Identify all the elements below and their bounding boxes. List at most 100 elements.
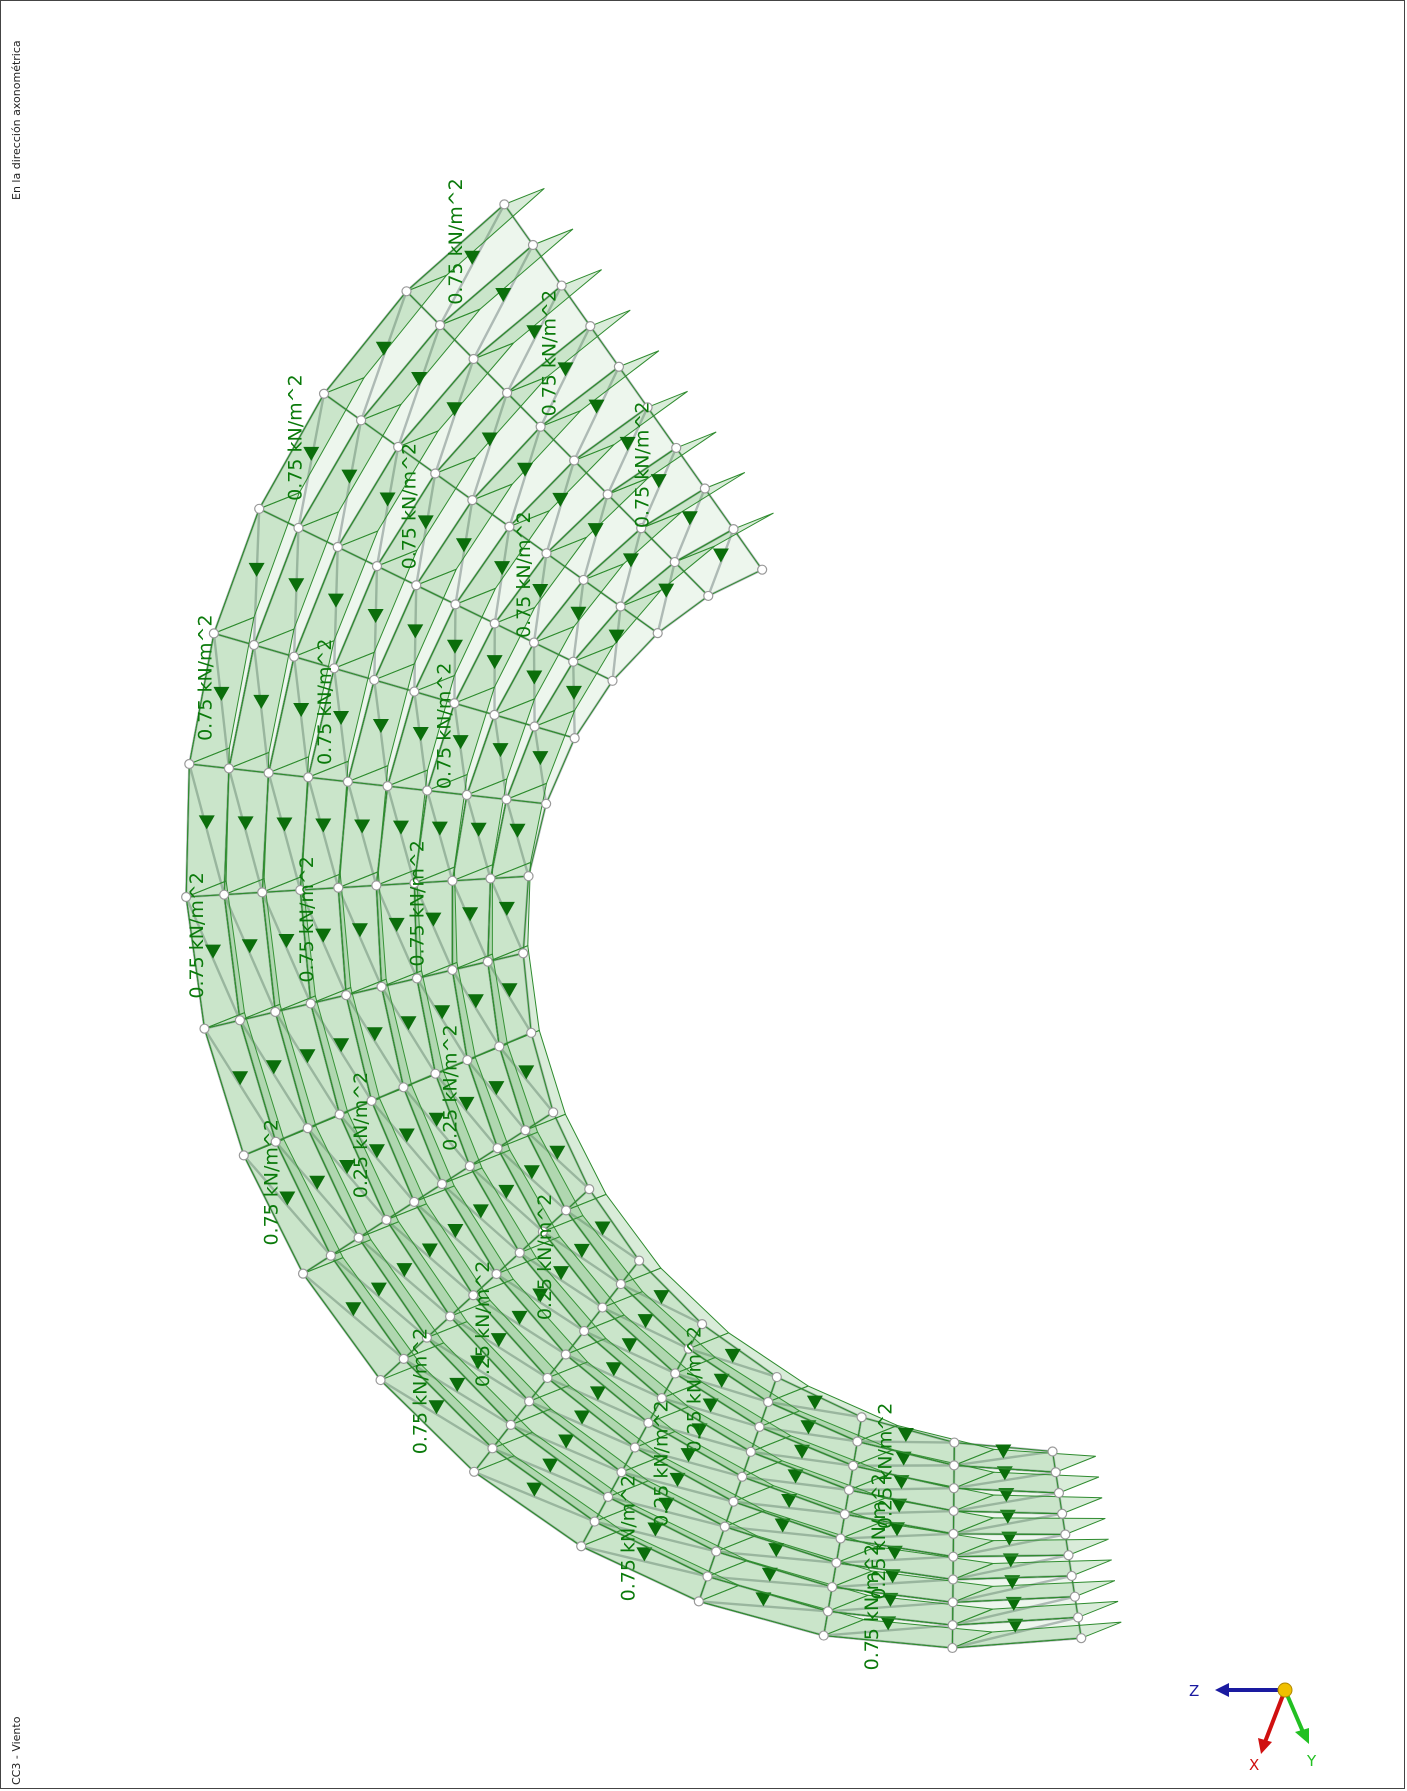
node <box>371 561 383 572</box>
load-arrow <box>388 917 405 932</box>
axis-origin <box>1277 1682 1293 1698</box>
node <box>461 789 472 801</box>
node <box>839 1509 850 1520</box>
node <box>325 1250 336 1261</box>
diagonal-member <box>611 605 622 683</box>
load-value-label: 0.75 kN/m^2 <box>194 614 216 740</box>
load-arrow <box>498 1184 515 1199</box>
node <box>827 1581 838 1593</box>
load-arrow <box>897 1428 914 1443</box>
node <box>485 873 496 884</box>
load-arrow <box>333 710 350 725</box>
load-arrow <box>523 1165 540 1180</box>
load-arrow <box>248 562 265 577</box>
load-arrow <box>526 325 543 340</box>
node <box>529 721 540 732</box>
load-arrow <box>893 1475 910 1490</box>
node <box>576 1541 587 1552</box>
load-value-label: 0.75 kN/m^2 <box>314 639 336 765</box>
load-arrow <box>366 1027 383 1042</box>
load-value-label: 0.75 kN/m^2 <box>445 178 467 304</box>
node <box>468 353 479 365</box>
load-arrow <box>339 1159 356 1174</box>
load-arrow <box>341 469 358 484</box>
node <box>949 1437 960 1448</box>
diagonal-member <box>238 1019 309 1130</box>
load-arrow <box>495 287 512 302</box>
node <box>263 767 274 778</box>
diagonal-member <box>203 1027 277 1143</box>
load-arrow <box>309 1175 326 1190</box>
node <box>569 455 580 466</box>
node <box>671 442 682 454</box>
load-arrow <box>205 944 222 959</box>
load-arrow <box>470 822 487 837</box>
x-axis-label: X <box>1249 1756 1259 1774</box>
load-arrow <box>472 1204 489 1219</box>
node <box>542 1372 553 1384</box>
load-arrow <box>669 1472 686 1487</box>
node <box>369 674 380 686</box>
load-arrow <box>658 583 675 598</box>
node <box>288 651 300 662</box>
load-arrow <box>557 362 574 377</box>
load-arrow <box>237 816 254 831</box>
node <box>469 1466 480 1477</box>
diagonal-member <box>606 1495 727 1528</box>
node <box>334 1109 345 1120</box>
node <box>353 1232 364 1243</box>
load-arrow <box>589 1386 606 1401</box>
node <box>670 1368 681 1379</box>
z-axis-arrow <box>1215 1683 1229 1697</box>
node <box>548 1107 559 1118</box>
load-arrow <box>794 1444 811 1459</box>
load-value-label: 0.75 kN/m^2 <box>284 374 306 500</box>
load-arrow <box>392 820 409 835</box>
node <box>501 794 512 805</box>
diagonal-member <box>413 690 429 792</box>
node <box>843 1484 855 1496</box>
load-arrow <box>351 923 368 938</box>
load-arrow <box>712 548 729 563</box>
node <box>831 1557 842 1568</box>
diagonal-member <box>580 1545 709 1578</box>
node <box>305 998 316 1009</box>
node <box>257 887 268 898</box>
node <box>303 772 314 783</box>
node <box>382 781 393 792</box>
node <box>528 637 540 648</box>
load-arrow <box>333 1038 350 1053</box>
node <box>613 361 625 372</box>
node <box>381 1214 392 1225</box>
load-arrow <box>488 1081 505 1096</box>
diagonal-member <box>647 1421 753 1454</box>
load-arrow <box>372 719 389 734</box>
node <box>634 1255 645 1266</box>
diagonal-member <box>843 1509 955 1516</box>
node <box>822 1606 834 1617</box>
node <box>447 875 458 886</box>
load-arrow <box>895 1451 912 1466</box>
diagonal-member <box>593 1520 718 1553</box>
load-arrow <box>998 1488 1015 1503</box>
node <box>642 402 653 413</box>
load-arrow <box>345 1302 362 1317</box>
node <box>728 523 739 535</box>
load-arrow <box>276 817 293 832</box>
load-arrow <box>470 1355 487 1370</box>
load-arrow <box>995 1444 1012 1459</box>
load-arrow <box>458 1096 475 1111</box>
load-arrow <box>421 1243 438 1258</box>
node <box>514 1247 525 1258</box>
node <box>401 286 412 297</box>
load-arrow <box>724 1348 741 1363</box>
load-value-label: 0.25 kN/m^2 <box>472 1261 494 1387</box>
node <box>602 1491 614 1502</box>
load-panels <box>185 187 1122 1649</box>
load-arrow <box>806 1395 823 1410</box>
node <box>719 1521 730 1532</box>
node <box>568 656 579 667</box>
load-value-label: 0.25 kN/m^2 <box>650 1400 672 1526</box>
